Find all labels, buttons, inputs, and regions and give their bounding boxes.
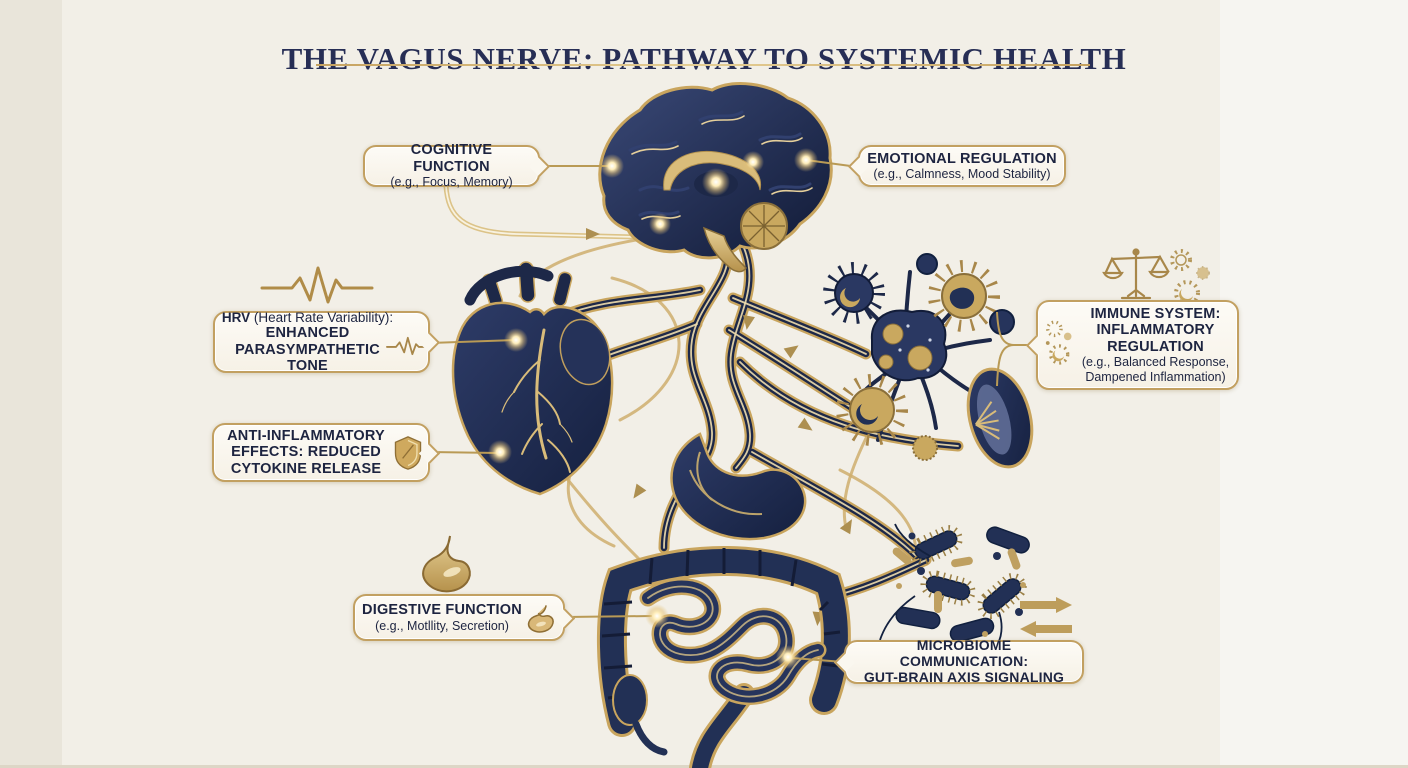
callout-heading: EMOTIONAL REGULATION [867,150,1057,167]
callout-immune-system: IMMUNE SYSTEM: INFLAMMATORY REGULATION (… [1025,300,1239,390]
callout-cognitive-function: COGNITIVE FUNCTION (e.g., Focus, Memory) [363,142,551,190]
spleen [966,367,1034,469]
balance-scale-icon [1102,248,1170,300]
callout-sub: (e.g., Focus, Memory) [390,175,513,190]
stomach-mini-icon [524,603,558,635]
callout-sub: (e.g., Balanced Response, [1081,355,1230,370]
callout-heading: DIGESTIVE FUNCTION [362,602,522,619]
heart-illustration [451,261,614,496]
right-margin-strip [1220,0,1408,768]
callout-line: PARASYMPATHETIC TONE [235,341,380,374]
callout-emotional-regulation: EMOTIONAL REGULATION (e.g., Calmness, Mo… [847,145,1066,187]
callout-sub: (e.g., Calmness, Mood Stability) [873,167,1051,181]
ecg-mini-icon [386,333,426,359]
immune-cells-illustration [823,253,1034,469]
ecg-waveform-icon [260,266,374,304]
callout-line: MICROBIOME COMMUNICATION: [899,637,1029,670]
page-title: THE VAGUS NERVE: PATHWAY TO SYSTEMIC HEA… [281,40,1127,76]
small-intestine [639,578,827,706]
callout-microbiome-communication: MICROBIOME COMMUNICATION: GUT-BRAIN AXIS… [833,637,1084,685]
callout-line: ANTI-INFLAMMATORY [227,427,385,444]
callout-sub: Dampened Inflammation) [1085,369,1226,384]
hrv-abbr-rest: (Heart Rate Variability): [250,309,394,325]
gut-illustration [596,432,851,768]
glow-nodes [488,148,818,669]
callout-digestive-function: DIGESTIVE FUNCTION (e.g., Motllity, Secr… [353,594,576,641]
hrv-abbr: HRV [221,309,251,325]
callout-line: IMMUNE SYSTEM: [1090,306,1221,323]
callout-heading: COGNITIVE FUNCTION [410,142,493,175]
callout-line: INFLAMMATORY [1096,322,1215,339]
left-margin-strip [0,0,62,768]
callout-line: REGULATION [1107,338,1204,355]
callout-sub: (e.g., Motllity, Secretion) [375,618,509,633]
exchange-arrows-icon [1020,597,1072,637]
callout-hrv: HRV (Heart Rate Variability): ENHANCED P… [213,310,441,374]
callout-line: GUT-BRAIN AXIS SIGNALING [863,668,1065,685]
callout-line: EFFECTS: REDUCED [231,444,381,461]
shield-icon [394,436,422,470]
callout-line: ENHANCED [265,325,350,342]
callout-line: CYTOKINE RELEASE [230,460,382,477]
callout-line: HRV (Heart Rate Variability): [222,310,393,326]
virus-cells-icon [1170,249,1210,306]
cognitive-curve-connector [443,183,639,240]
callout-anti-inflammatory: ANTI-INFLAMMATORY EFFECTS: REDUCED CYTOK… [212,423,441,482]
stomach-icon [422,535,471,593]
title-underline [316,64,1090,66]
immune-cells-icon [1043,318,1081,370]
